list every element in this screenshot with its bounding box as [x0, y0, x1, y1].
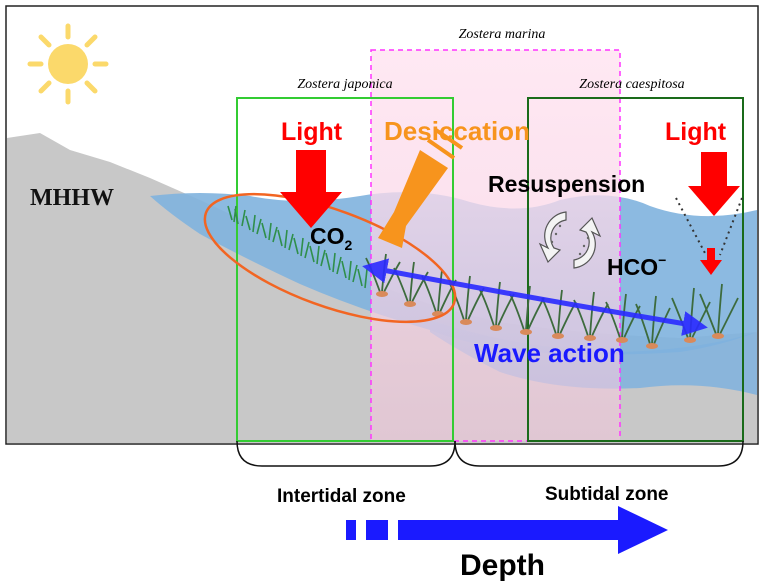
- zostera-caespitosa-label: Zostera caespitosa: [579, 77, 684, 92]
- desiccation-arrow: [378, 128, 464, 248]
- light-arrow-right: [688, 152, 740, 216]
- co2-label: CO2: [310, 223, 353, 253]
- mhhw-label: MHHW: [30, 185, 114, 211]
- depth-label: Depth: [460, 549, 545, 582]
- wave-action-label: Wave action: [474, 338, 625, 368]
- desiccation-label: Desiccation: [384, 116, 530, 146]
- wave-action-arrow: [362, 258, 708, 336]
- depth-arrow: [346, 506, 668, 554]
- light-arrow-left: [280, 150, 342, 228]
- seagrass-shoots-shallow: [227, 205, 368, 289]
- subtidal-zone-label: Subtidal zone: [545, 484, 669, 505]
- sun-icon: [27, 23, 109, 105]
- light-label-left: Light: [281, 118, 343, 146]
- light-label-right: Light: [665, 118, 727, 146]
- intertidal-zone-label: Intertidal zone: [277, 486, 406, 507]
- zostera-japonica-label: Zostera japonica: [297, 77, 392, 92]
- zostera-marina-label: Zostera marina: [459, 27, 546, 42]
- zostera-marina-range: [370, 49, 621, 442]
- resuspension-label: Resuspension: [488, 171, 645, 197]
- light-attenuation-cone: [675, 197, 743, 256]
- hco-label: HCO−: [607, 252, 666, 280]
- subtidal-brace: [454, 440, 744, 467]
- intertidal-brace: [236, 440, 456, 467]
